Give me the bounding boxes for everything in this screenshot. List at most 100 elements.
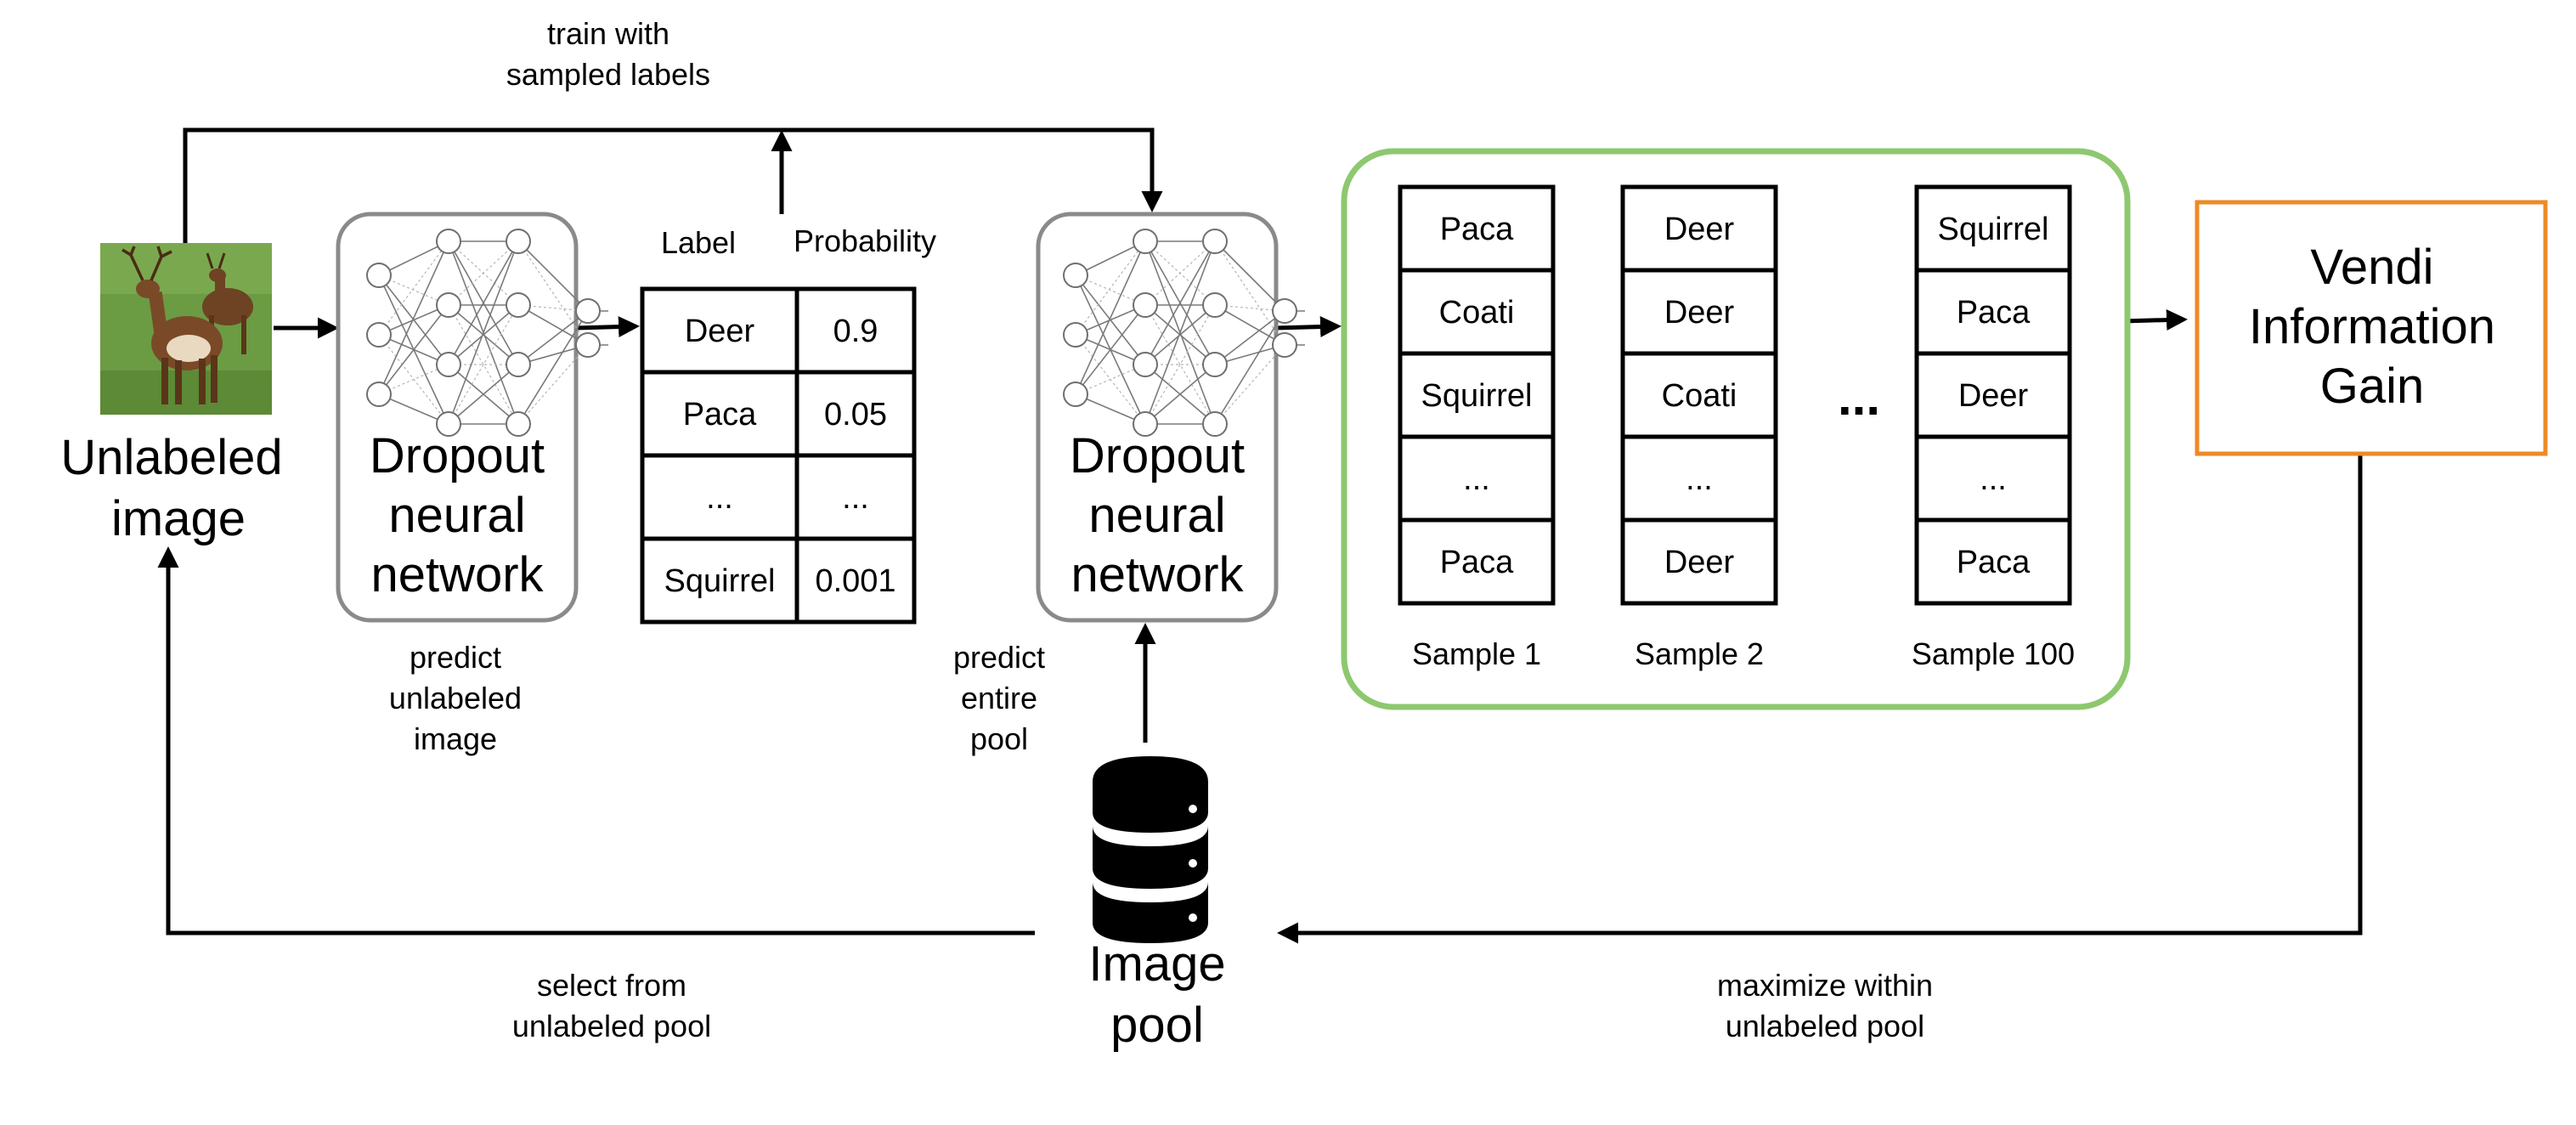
- dropout-network-2-line3: network: [1071, 547, 1244, 602]
- sample-cell-label: Paca: [1440, 212, 1514, 247]
- sample-cell-box: [1914, 517, 2072, 606]
- table-cell-prob-box: [794, 286, 917, 375]
- predict-pool-line2: entire: [961, 681, 1037, 715]
- table-cell-label-box: [640, 370, 799, 458]
- neural-network-icon: [1063, 229, 1305, 437]
- table-header-probability: Probability: [794, 223, 936, 258]
- sample-cell-box: [1914, 268, 2072, 356]
- sample-cell-box: [1620, 184, 1778, 273]
- table-cell-prob-box: [794, 536, 917, 625]
- network-node: [1272, 298, 1297, 324]
- network-node: [1272, 332, 1297, 358]
- network-node: [506, 292, 531, 318]
- sample-cell-box: [1398, 184, 1556, 273]
- table-cell-label: Deer: [685, 314, 755, 349]
- select-label-line2: unlabeled pool: [512, 1009, 711, 1043]
- samples-ellipsis: ...: [1838, 369, 1880, 426]
- network-node: [436, 411, 461, 437]
- sample-cell-box: [1620, 517, 1778, 606]
- network-node: [366, 382, 392, 407]
- image-pool-line2: pool: [1110, 998, 1204, 1053]
- sample-cell-label: Deer: [1664, 545, 1735, 580]
- table-cell-label: Squirrel: [664, 563, 776, 599]
- sample-cell-box: [1398, 268, 1556, 356]
- network-node: [1063, 263, 1088, 288]
- sample-cell-label: Coati: [1662, 378, 1737, 414]
- network-node: [1063, 382, 1088, 407]
- table-cell-probability: 0.001: [815, 563, 895, 599]
- maximize-label-line1: maximize within: [1717, 968, 1933, 1003]
- train-label-line2: sampled labels: [506, 57, 710, 92]
- table-cell-label-box: [640, 286, 799, 375]
- table-cell-label: ...: [706, 480, 733, 516]
- table-cell-label-box: [640, 536, 799, 625]
- sample-cell-label: Deer: [1664, 212, 1735, 247]
- dropout-network-1-line3: network: [370, 547, 544, 602]
- predict-pool-line3: pool: [970, 721, 1028, 756]
- vendi-line1: Vendi: [2310, 240, 2433, 295]
- predict-pool-line1: predict: [953, 640, 1045, 675]
- network-node: [436, 292, 461, 318]
- network-node: [506, 352, 531, 377]
- neural-network-icon: [366, 229, 608, 437]
- table-cell-probability: ...: [842, 480, 869, 516]
- predict-unlabeled-line3: image: [414, 721, 497, 756]
- unlabeled-image-title-line1: Unlabeled: [60, 430, 282, 485]
- network-node: [1202, 229, 1228, 254]
- network-node: [1202, 352, 1228, 377]
- predict-unlabeled-line2: unlabeled: [389, 681, 522, 715]
- sample-cell-label: ...: [1463, 461, 1490, 497]
- table-cell-prob-box: [794, 453, 917, 541]
- network-node: [1133, 411, 1158, 437]
- network-node: [1133, 292, 1158, 318]
- table-cell-label: Paca: [683, 397, 757, 432]
- vendi-information-gain-box: [2195, 200, 2548, 456]
- sample-cell-box: [1398, 434, 1556, 523]
- sample-cell-label: Squirrel: [1421, 378, 1533, 414]
- network-node: [1202, 292, 1228, 318]
- sample-cell-label: ...: [1686, 461, 1713, 497]
- sample-name: Sample 2: [1635, 636, 1764, 671]
- sample-cell-label: Coati: [1439, 295, 1515, 331]
- table-header-label: Label: [661, 225, 736, 260]
- table-cell-probability: 0.9: [833, 314, 878, 349]
- network-node: [506, 411, 531, 437]
- sample-cell-label: Squirrel: [1938, 212, 2049, 247]
- dropout-network-2-line2: neural: [1088, 488, 1225, 543]
- network-node: [506, 229, 531, 254]
- select-label-line1: select from: [537, 968, 686, 1003]
- table-cell-prob-box: [794, 370, 917, 458]
- network-node: [1133, 352, 1158, 377]
- sample-cell-label: Deer: [1664, 295, 1735, 331]
- sample-cell-box: [1620, 268, 1778, 356]
- table-cell-probability: 0.05: [824, 397, 887, 432]
- sample-name: Sample 100: [1912, 636, 2075, 671]
- database-icon: [1093, 756, 1208, 943]
- network-node: [366, 263, 392, 288]
- vendi-line2: Information: [2249, 299, 2495, 354]
- dropout-network-1-line1: Dropout: [370, 428, 545, 483]
- sample-cell-label: ...: [1980, 461, 2007, 497]
- network-node: [1133, 229, 1158, 254]
- connector-lines: [157, 127, 2363, 944]
- network-node: [436, 229, 461, 254]
- network-node: [575, 298, 601, 324]
- sample-cell-label: Deer: [1958, 378, 2029, 414]
- train-label-line1: train with: [547, 16, 669, 51]
- image-pool-line1: Image: [1088, 936, 1225, 992]
- network-node: [436, 352, 461, 377]
- deer-photo: [100, 243, 272, 415]
- network-node: [575, 332, 601, 358]
- network-node: [1202, 411, 1228, 437]
- predict-unlabeled-line1: predict: [410, 640, 501, 675]
- unlabeled-image-title-line2: image: [111, 491, 246, 546]
- dropout-network-1-line2: neural: [388, 488, 525, 543]
- network-node: [1063, 322, 1088, 348]
- vendi-line3: Gain: [2320, 359, 2425, 414]
- sample-name: Sample 1: [1412, 636, 1541, 671]
- network-node: [366, 322, 392, 348]
- sample-cell-label: Paca: [1957, 545, 2031, 580]
